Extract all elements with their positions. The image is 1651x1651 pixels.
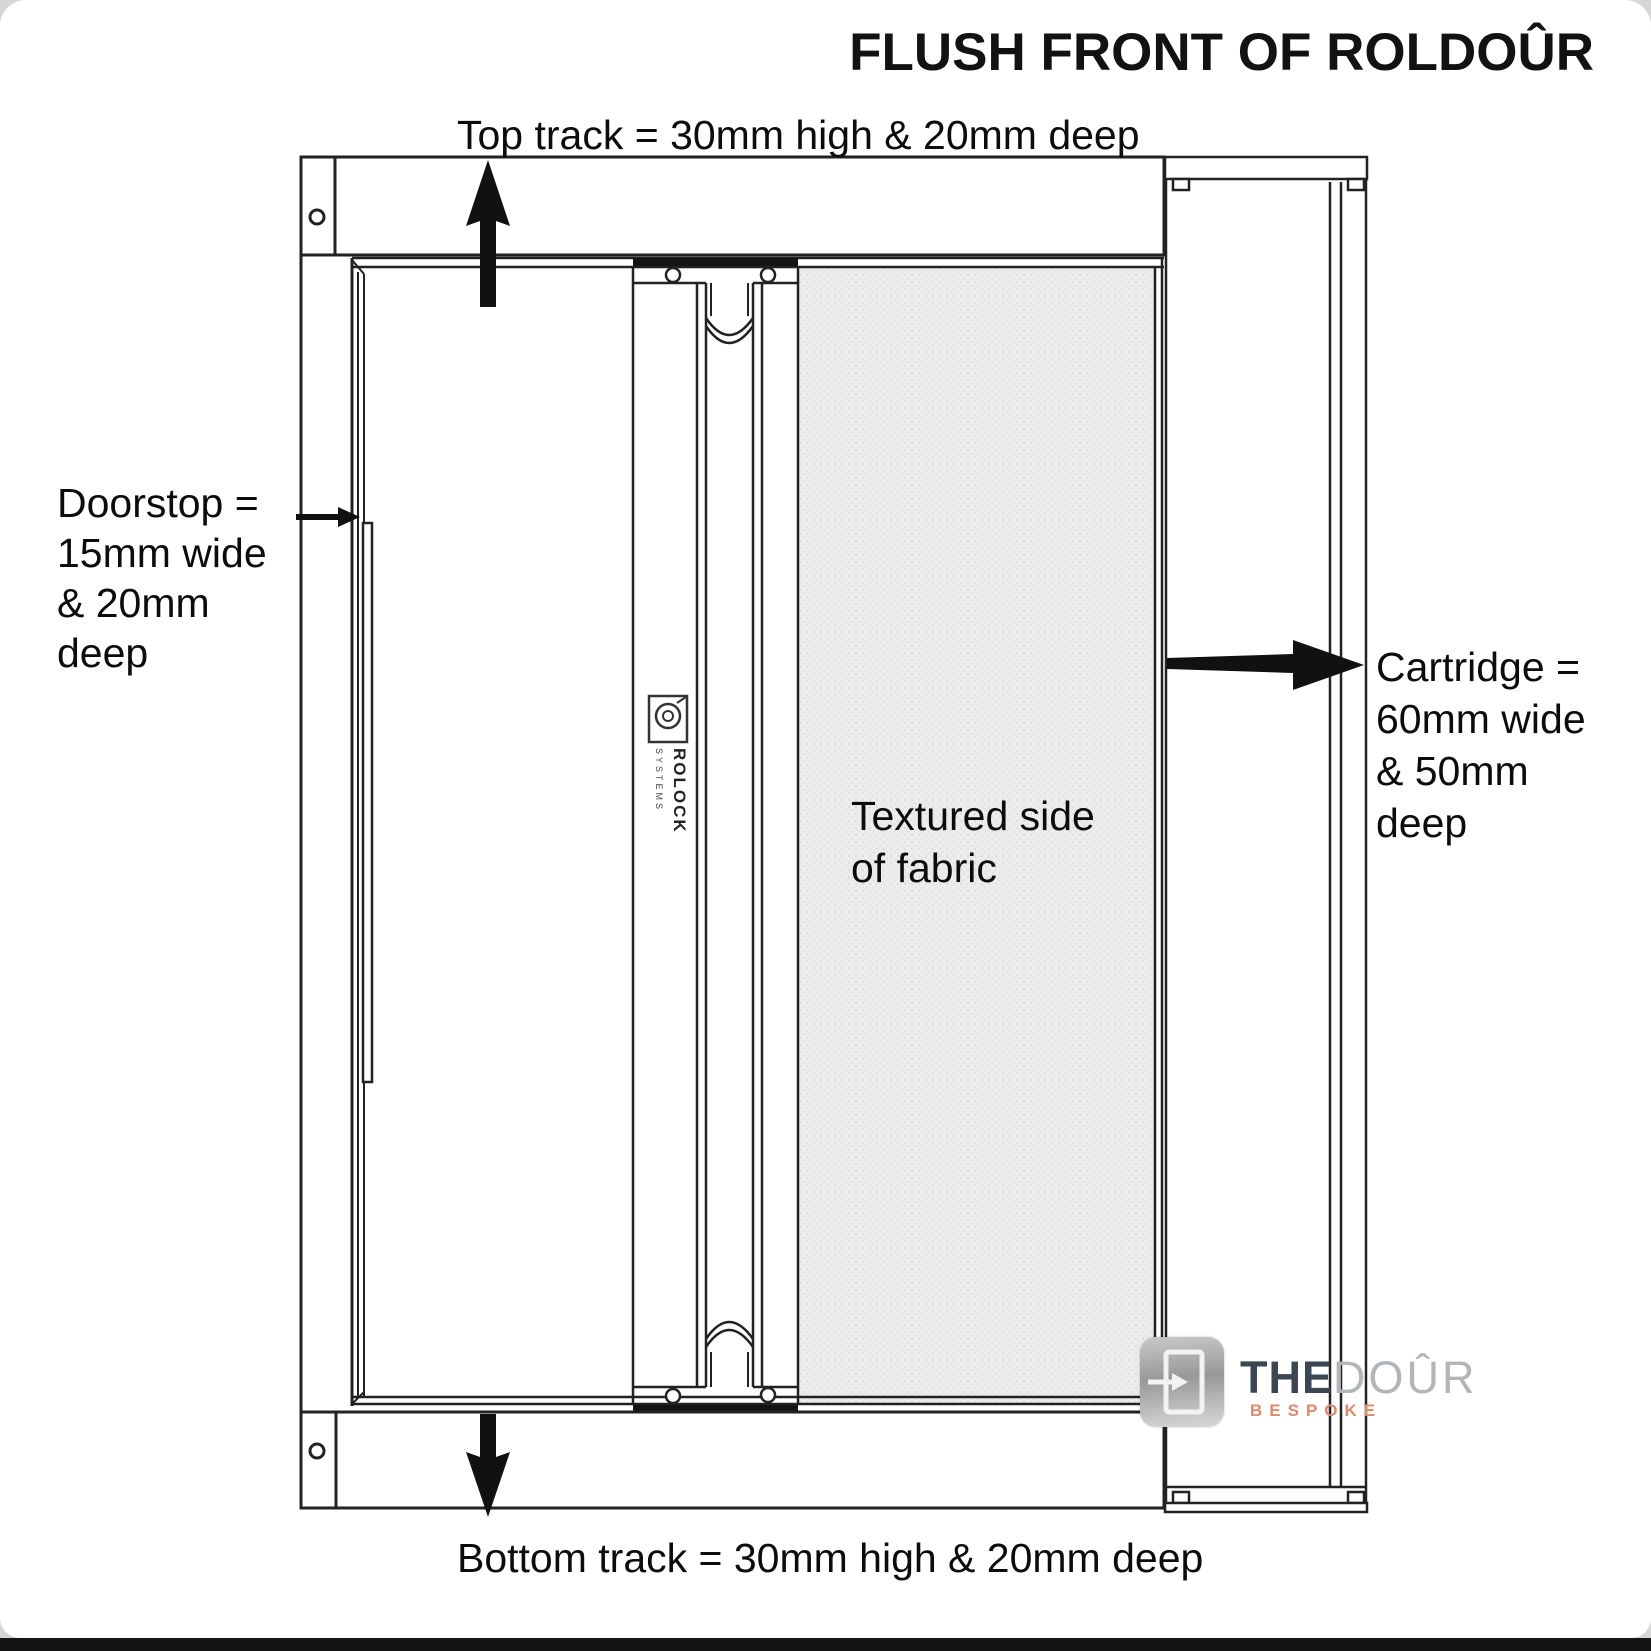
brand-the: THE (1240, 1352, 1333, 1403)
top-track (299, 155, 1166, 257)
handle-recess-bottom (704, 1320, 755, 1387)
lock-brand-text: ROLOCK (670, 748, 689, 834)
door-panel (352, 258, 633, 1404)
door-bottom-rail (352, 1395, 1164, 1406)
brand-dour: DOÛR (1333, 1352, 1478, 1403)
doorstop (361, 521, 374, 1084)
brand-tagline: BESPOKE (1250, 1401, 1383, 1420)
cartridge (1163, 155, 1369, 1514)
top-track-label: Top track = 30mm high & 20mm deep (457, 112, 1140, 158)
rolock-lock-logo: ROLOCK SYSTEMS (647, 694, 689, 834)
lock-brand-subtext: SYSTEMS (654, 748, 664, 812)
fabric-label: Textured side of fabric (851, 793, 1095, 891)
cartridge-label: Cartridge = 60mm wide & 50mm deep (1376, 644, 1586, 846)
page-title: FLUSH FRONT OF ROLDOÛR (849, 23, 1594, 82)
bottom-border-bar (0, 1638, 1651, 1651)
fabric-panel (798, 257, 1164, 1412)
strip-top-seal (633, 258, 798, 266)
cartridge-arrow-icon (1167, 640, 1364, 690)
bottom-track-label: Bottom track = 30mm high & 20mm deep (457, 1535, 1204, 1581)
leading-edge-strip (631, 258, 800, 1413)
doorstop-label: Doorstop = 15mm wide & 20mm deep (57, 480, 267, 676)
bottom-track (299, 1410, 1166, 1510)
doorstop-arrow-icon (296, 507, 360, 527)
door-exit-icon (1140, 1337, 1224, 1427)
brand-name: THEDOÛR (1240, 1352, 1478, 1404)
strip-bottom-seal (633, 1405, 798, 1413)
up-arrow-icon (466, 160, 510, 307)
handle-recess-top (704, 283, 755, 1387)
down-arrow-icon (466, 1414, 510, 1517)
